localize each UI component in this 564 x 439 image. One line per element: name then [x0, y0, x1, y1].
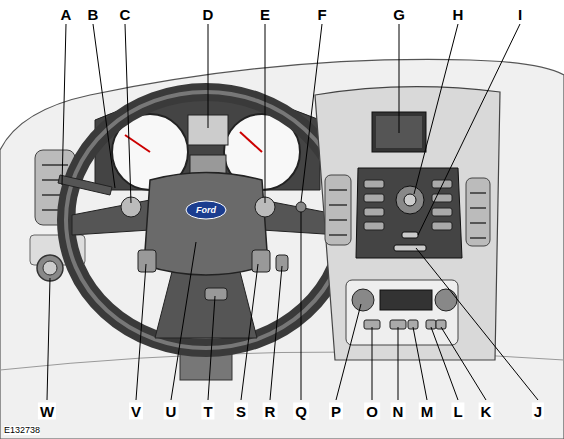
callout-letter: I	[516, 6, 524, 23]
callout-letter: J	[532, 403, 544, 420]
callout-letter: F	[315, 6, 328, 23]
callout-letter: W	[38, 403, 56, 420]
callout-letter: Q	[293, 403, 309, 420]
callout-letter: K	[479, 403, 494, 420]
callout-letter: E	[258, 6, 272, 23]
callout-letter: T	[201, 403, 214, 420]
callout-letter: O	[364, 403, 380, 420]
callout-letter: R	[263, 403, 278, 420]
callout-letter: B	[86, 6, 101, 23]
callout-letter: L	[451, 403, 464, 420]
callout-letter: P	[329, 403, 343, 420]
callout-letter: A	[59, 6, 74, 23]
callout-letter: D	[201, 6, 216, 23]
callout-letter: M	[419, 403, 436, 420]
callout-letter: V	[129, 403, 143, 420]
callout-letter: H	[451, 6, 466, 23]
callout-letter: N	[391, 403, 406, 420]
logo-text: Ford	[196, 206, 216, 215]
figure-code: E132738	[4, 426, 40, 435]
callout-letter: U	[164, 403, 179, 420]
callout-letter: S	[234, 403, 248, 420]
callout-letter: G	[391, 6, 407, 23]
callout-letter: C	[118, 6, 133, 23]
